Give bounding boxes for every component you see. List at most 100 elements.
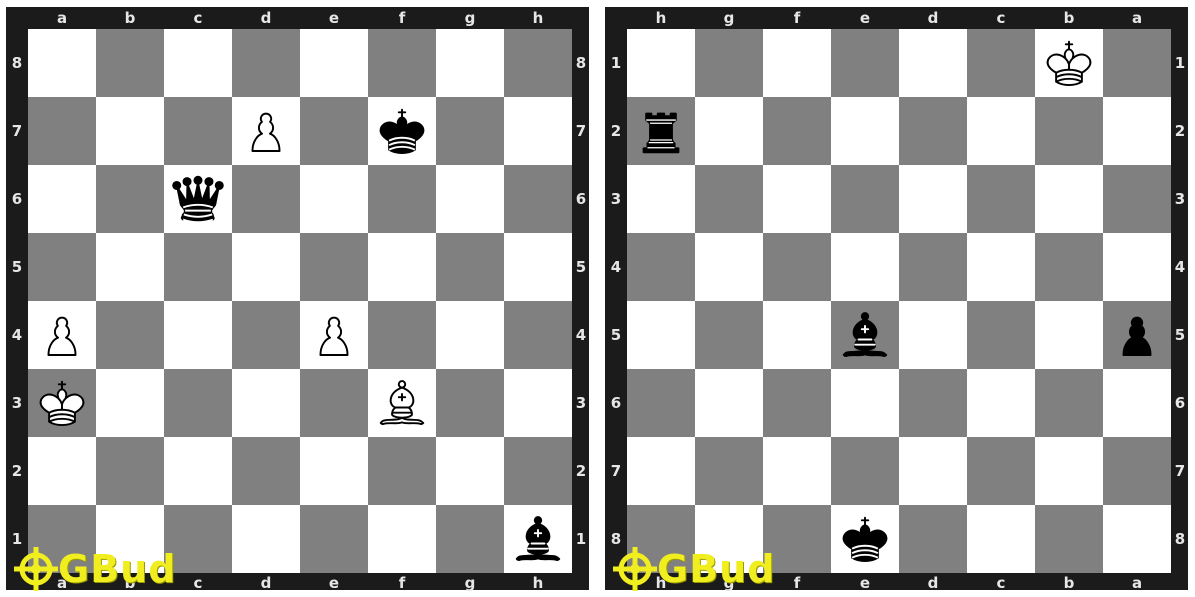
square-b4[interactable] — [1035, 233, 1103, 301]
square-e8[interactable] — [300, 29, 368, 97]
square-d4[interactable] — [899, 233, 967, 301]
square-b4[interactable] — [96, 301, 164, 369]
square-a6[interactable] — [1103, 369, 1171, 437]
square-g4[interactable] — [695, 233, 763, 301]
square-b2[interactable] — [96, 437, 164, 505]
square-f1[interactable] — [368, 505, 436, 573]
square-h4[interactable] — [504, 301, 572, 369]
white-pawn-icon[interactable] — [305, 306, 363, 364]
square-b8[interactable] — [96, 29, 164, 97]
square-c2[interactable] — [967, 97, 1035, 165]
square-e2[interactable] — [300, 437, 368, 505]
square-a5[interactable] — [1103, 301, 1171, 369]
square-h4[interactable] — [627, 233, 695, 301]
square-h1[interactable] — [627, 29, 695, 97]
square-g7[interactable] — [695, 437, 763, 505]
square-f3[interactable] — [763, 165, 831, 233]
square-e5[interactable] — [831, 301, 899, 369]
square-f6[interactable] — [368, 165, 436, 233]
square-f7[interactable] — [763, 437, 831, 505]
square-h1[interactable] — [504, 505, 572, 573]
square-a5[interactable] — [28, 233, 96, 301]
square-a2[interactable] — [1103, 97, 1171, 165]
square-e1[interactable] — [300, 505, 368, 573]
square-g3[interactable] — [436, 369, 504, 437]
square-h2[interactable] — [504, 437, 572, 505]
square-c5[interactable] — [967, 301, 1035, 369]
square-d7[interactable] — [232, 97, 300, 165]
square-a3[interactable] — [1103, 165, 1171, 233]
square-d5[interactable] — [899, 301, 967, 369]
square-a3[interactable] — [28, 369, 96, 437]
black-bishop-icon[interactable] — [836, 306, 894, 364]
square-a2[interactable] — [28, 437, 96, 505]
square-a4[interactable] — [28, 301, 96, 369]
square-d6[interactable] — [232, 165, 300, 233]
square-d8[interactable] — [899, 505, 967, 573]
black-pawn-icon[interactable] — [1108, 306, 1166, 364]
square-d3[interactable] — [899, 165, 967, 233]
square-f6[interactable] — [763, 369, 831, 437]
square-g6[interactable] — [436, 165, 504, 233]
square-c6[interactable] — [967, 369, 1035, 437]
square-c3[interactable] — [967, 165, 1035, 233]
square-f2[interactable] — [763, 97, 831, 165]
square-b8[interactable] — [1035, 505, 1103, 573]
square-g5[interactable] — [695, 301, 763, 369]
square-a7[interactable] — [28, 97, 96, 165]
square-d8[interactable] — [232, 29, 300, 97]
square-c7[interactable] — [967, 437, 1035, 505]
square-f4[interactable] — [763, 233, 831, 301]
square-g6[interactable] — [695, 369, 763, 437]
white-king-icon[interactable] — [33, 374, 91, 432]
square-d6[interactable] — [899, 369, 967, 437]
square-h5[interactable] — [504, 233, 572, 301]
square-e3[interactable] — [831, 165, 899, 233]
square-g2[interactable] — [695, 97, 763, 165]
square-d3[interactable] — [232, 369, 300, 437]
white-pawn-icon[interactable] — [33, 306, 91, 364]
square-b7[interactable] — [96, 97, 164, 165]
square-c4[interactable] — [967, 233, 1035, 301]
square-c3[interactable] — [164, 369, 232, 437]
square-a8[interactable] — [1103, 505, 1171, 573]
black-king-icon[interactable] — [836, 510, 894, 568]
square-e4[interactable] — [300, 301, 368, 369]
square-d2[interactable] — [899, 97, 967, 165]
square-e8[interactable] — [831, 505, 899, 573]
square-b3[interactable] — [96, 369, 164, 437]
square-g5[interactable] — [436, 233, 504, 301]
square-c8[interactable] — [164, 29, 232, 97]
white-king-icon[interactable] — [1040, 34, 1098, 92]
square-e6[interactable] — [831, 369, 899, 437]
square-e5[interactable] — [300, 233, 368, 301]
square-e2[interactable] — [831, 97, 899, 165]
white-bishop-icon[interactable] — [373, 374, 431, 432]
square-h6[interactable] — [504, 165, 572, 233]
square-h3[interactable] — [504, 369, 572, 437]
square-b6[interactable] — [1035, 369, 1103, 437]
square-c4[interactable] — [164, 301, 232, 369]
square-f4[interactable] — [368, 301, 436, 369]
square-d1[interactable] — [232, 505, 300, 573]
square-b3[interactable] — [1035, 165, 1103, 233]
square-a1[interactable] — [1103, 29, 1171, 97]
square-e3[interactable] — [300, 369, 368, 437]
black-queen-icon[interactable] — [169, 170, 227, 228]
square-g2[interactable] — [436, 437, 504, 505]
square-c8[interactable] — [967, 505, 1035, 573]
square-f7[interactable] — [368, 97, 436, 165]
square-d5[interactable] — [232, 233, 300, 301]
square-h7[interactable] — [504, 97, 572, 165]
square-d4[interactable] — [232, 301, 300, 369]
square-a4[interactable] — [1103, 233, 1171, 301]
square-g4[interactable] — [436, 301, 504, 369]
square-f1[interactable] — [763, 29, 831, 97]
square-h3[interactable] — [627, 165, 695, 233]
square-e1[interactable] — [831, 29, 899, 97]
square-h5[interactable] — [627, 301, 695, 369]
square-g8[interactable] — [436, 29, 504, 97]
square-e7[interactable] — [300, 97, 368, 165]
square-h7[interactable] — [627, 437, 695, 505]
black-bishop-icon[interactable] — [509, 510, 567, 568]
